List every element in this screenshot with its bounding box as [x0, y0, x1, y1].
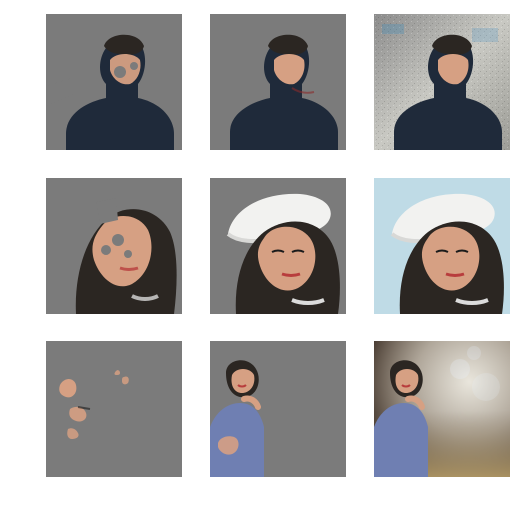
woman-beret-partial-mask-image — [46, 178, 182, 314]
curly-original-image — [374, 341, 510, 477]
panel-r3c3-curly-original — [374, 341, 510, 477]
panel-r1c3-man-original — [374, 14, 510, 150]
panel-r3c2-curly-full-mask — [210, 341, 346, 477]
curly-partial-mask-image — [46, 341, 182, 477]
woman-beret-original-image — [374, 178, 510, 314]
panel-r3c1-curly-partial-mask — [46, 341, 182, 477]
curly-full-mask-image — [210, 341, 346, 477]
panel-r1c2-man-full-mask — [210, 14, 346, 150]
woman-beret-full-mask-image — [210, 178, 346, 314]
man-full-mask-image — [210, 14, 346, 150]
man-original-image — [374, 14, 510, 150]
panel-r2c1-woman-beret-partial-mask — [46, 178, 182, 314]
panel-r2c3-woman-beret-original — [374, 178, 510, 314]
panel-r1c1-man-partial-mask — [46, 14, 182, 150]
panel-r2c2-woman-beret-full-mask — [210, 178, 346, 314]
man-partial-mask-image — [46, 14, 182, 150]
